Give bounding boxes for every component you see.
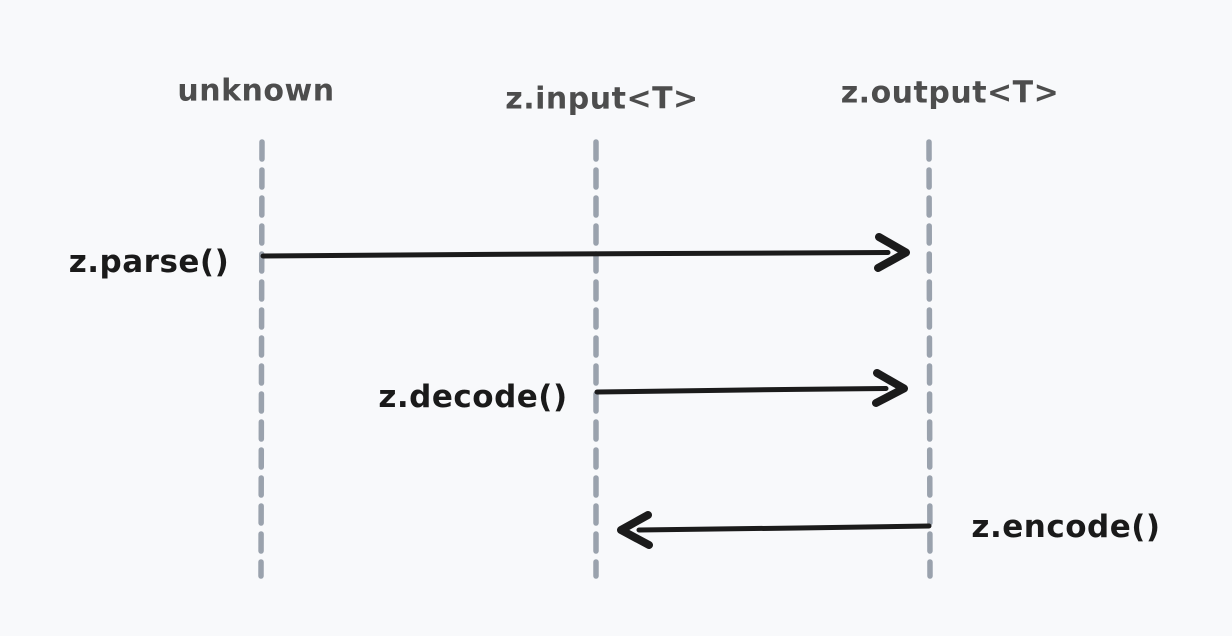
arrow-parse-shaft: [260, 250, 891, 259]
message-label-parse: z.parse(): [68, 244, 230, 280]
message-label-decode: z.decode(): [378, 379, 568, 415]
arrow-encode-shaft: [636, 523, 932, 533]
arrow-parse-head: [874, 233, 910, 272]
lifeline-unknown: [258, 139, 265, 579]
lifeline-label-input: z.input<T>: [505, 81, 699, 117]
arrow-decode-head: [872, 369, 908, 407]
arrow-encode: [617, 511, 932, 549]
arrow-decode-shaft: [594, 386, 889, 395]
lifeline-label-unknown: unknown: [177, 73, 335, 109]
lifeline-output: [926, 139, 933, 579]
lifeline-label-output: z.output<T>: [840, 75, 1060, 111]
message-label-encode: z.encode(): [971, 509, 1161, 545]
arrow-decode: [594, 369, 908, 407]
arrow-parse: [260, 233, 910, 272]
arrow-encode-head: [617, 511, 653, 549]
